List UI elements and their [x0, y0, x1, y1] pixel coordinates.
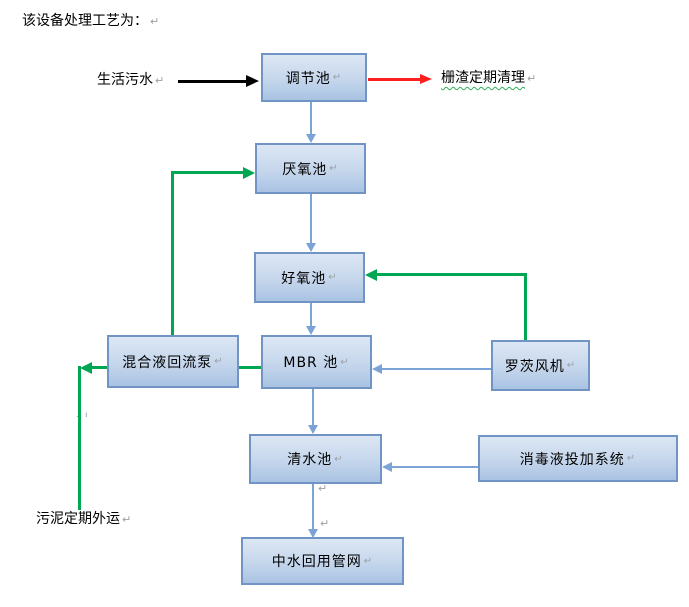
connector-return-to-anaerobic	[171, 171, 243, 174]
arrowhead-right-icon	[420, 74, 432, 84]
arrowhead-down-icon	[308, 425, 318, 434]
connector-regulation-to-anaerobic	[310, 102, 312, 135]
connector-roots-blower-to-mbr	[382, 368, 491, 370]
pilcrow-mark: ↵	[566, 360, 577, 371]
arrowhead-right-icon	[243, 167, 255, 179]
connector-clean-water-to-pipe-network	[312, 484, 314, 530]
pilcrow-mark: ↵	[214, 356, 224, 367]
pilcrow-mark: ↵	[320, 517, 330, 530]
box-reclaimed-water-pipe-network: 中水回用管网↵	[241, 537, 404, 585]
pilcrow-mark: ↵	[527, 72, 537, 85]
pilcrow-mark: ↵	[340, 356, 350, 368]
label-influent: 生活污水↵	[97, 72, 165, 88]
pilcrow-mark: ↵	[626, 453, 637, 464]
connector-mbr-to-pump	[239, 366, 261, 369]
connector-anaerobic-to-aerobic	[310, 194, 312, 243]
connector-pump-to-sludge	[92, 366, 107, 369]
anchor-artifact-mark: . ı	[76, 410, 90, 419]
box-aerobic-tank: 好氧池↵	[254, 252, 365, 303]
label-sludge-out: 污泥定期外运↵	[36, 511, 132, 527]
page-title: 该设备处理工艺为：↵	[22, 13, 160, 29]
pilcrow-mark: ↵	[150, 15, 160, 28]
arrowhead-down-icon	[306, 134, 316, 143]
connector-sludge-drop	[78, 366, 81, 510]
pilcrow-mark: ↵	[328, 272, 338, 283]
arrowhead-left-icon	[372, 364, 382, 374]
connector-regulation-to-screen-residue	[368, 78, 420, 81]
pilcrow-mark: ↵	[332, 72, 343, 83]
pilcrow-mark: ↵	[334, 453, 344, 465]
arrowhead-left-icon	[382, 462, 392, 472]
connector-dosing-to-clean-water	[392, 466, 478, 468]
box-disinfectant-dosing-system: 消毒液投加系统↵	[478, 435, 678, 482]
arrowhead-left-icon	[80, 362, 92, 374]
connector-mbr-to-clean-water	[312, 389, 314, 425]
connector-blower-to-aerobic	[377, 273, 527, 276]
connector-blower-riser	[524, 274, 527, 340]
arrowhead-down-icon	[308, 529, 318, 538]
pilcrow-mark: ↵	[363, 555, 374, 567]
arrowhead-left-icon	[365, 269, 377, 281]
label-screen-residue: 栅渣定期清理↵	[441, 70, 537, 86]
connector-return-riser	[171, 171, 174, 335]
pilcrow-mark: ↵	[329, 163, 339, 174]
pilcrow-mark: ↵	[122, 513, 132, 526]
box-anaerobic-tank: 厌氧池↵	[255, 143, 366, 194]
box-regulation-tank: 调节池↵	[261, 53, 367, 102]
arrowhead-down-icon	[306, 243, 316, 252]
connector-aerobic-to-mbr	[310, 303, 312, 326]
arrowhead-right-icon	[246, 75, 259, 87]
connector-influent-to-regulation	[178, 80, 246, 83]
arrowhead-down-icon	[306, 326, 316, 335]
box-mbr-tank: MBR 池↵	[261, 335, 372, 389]
box-clean-water-tank: 清水池↵	[249, 434, 382, 484]
pilcrow-mark: ↵	[318, 482, 328, 495]
pilcrow-mark: ↵	[155, 74, 165, 87]
box-roots-blower: 罗茨风机↵	[491, 340, 590, 391]
box-mixed-liquor-return-pump: 混合液回流泵↵	[107, 335, 239, 388]
